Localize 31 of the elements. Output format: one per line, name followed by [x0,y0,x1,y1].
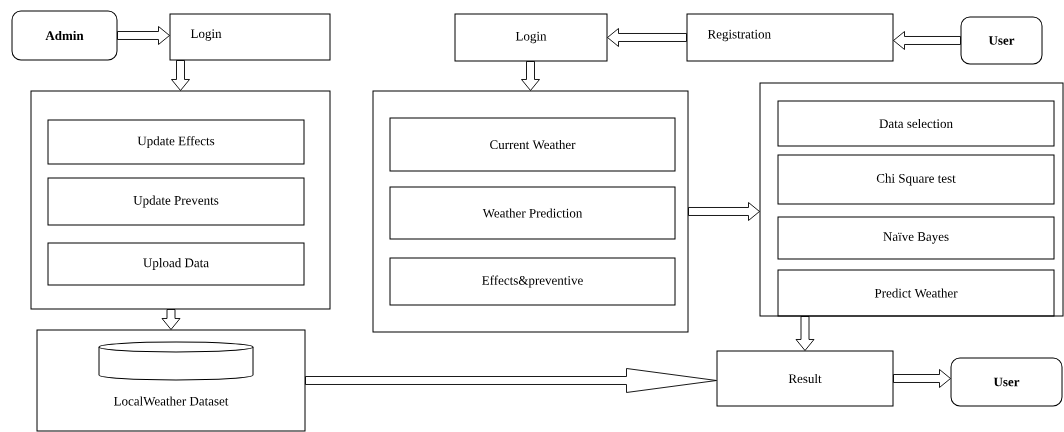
actor-box: User [950,357,1063,407]
process-box: Update Prevents [47,177,305,226]
process-box: Result [716,350,894,407]
dataset-box: LocalWeather Dataset [36,329,306,432]
process-box: Weather Prediction [389,186,676,240]
block-arrow [161,309,181,330]
process-box: Predict Weather [777,269,1055,317]
actor-box: Admin [11,10,118,61]
block-arrow [688,202,760,221]
process-box: Naïve Bayes [777,216,1055,260]
block-arrow [893,31,961,50]
container-box [759,82,1064,317]
process-box: Effects&preventive [389,257,676,306]
block-arrow [795,316,815,351]
actor-box: User [960,16,1043,65]
block-arrow [607,28,687,47]
process-box: Chi Square test [777,154,1055,205]
block-arrow [117,26,170,45]
process-box: Upload Data [47,242,305,286]
process-box: Login [454,13,608,62]
process-box: Data selection [777,100,1055,147]
process-box: Update Effects [47,119,305,165]
process-box: Registration [686,13,894,62]
database-cylinder [98,341,254,381]
process-box: Current Weather [389,117,676,172]
container-box [372,90,689,333]
container-box [30,90,331,310]
block-arrow [171,60,190,91]
block-arrow [521,61,540,91]
block-arrow [893,369,951,388]
process-box: Login [169,13,331,61]
